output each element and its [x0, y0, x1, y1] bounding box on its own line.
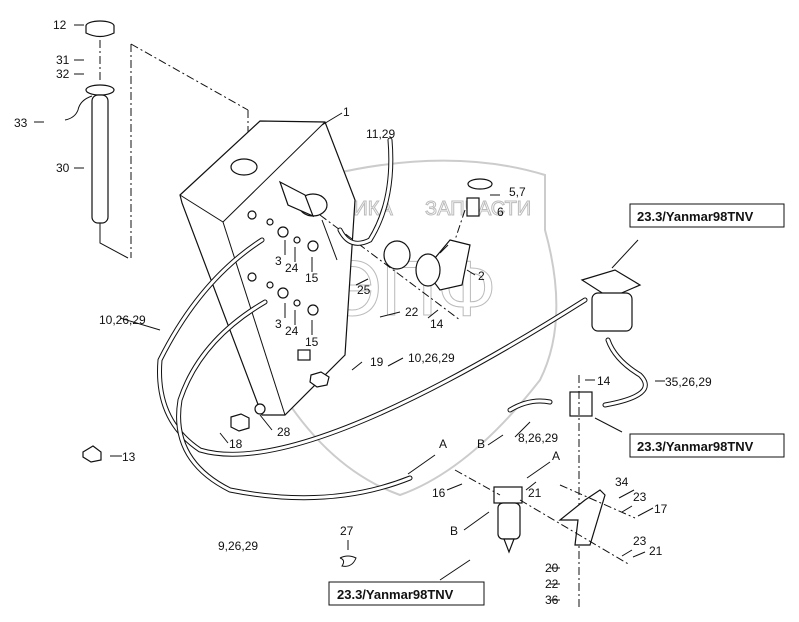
callout-b: B [477, 437, 485, 451]
callout-21: 21 [649, 544, 663, 558]
callout-6: 6 [497, 205, 504, 219]
callout-33: 33 [14, 116, 28, 130]
callout-23: 23 [633, 490, 647, 504]
callout-2: 2 [478, 269, 485, 283]
callout-17: 17 [654, 502, 668, 516]
callout-32: 32 [56, 67, 70, 81]
reference-box[interactable]: 23.3/Yanmar98TNV [328, 581, 485, 606]
callout-9-26-29: 9,26,29 [218, 539, 258, 553]
callout-24: 24 [285, 261, 299, 275]
callout-36: 36 [545, 593, 559, 607]
reference-box[interactable]: 23.3/Yanmar98TNV [629, 203, 785, 228]
callout-1: 1 [343, 105, 350, 119]
callout-8-26-29: 8,26,29 [518, 431, 558, 445]
callout-23: 23 [633, 534, 647, 548]
callout-5-7: 5,7 [509, 185, 526, 199]
callout-27: 27 [340, 524, 354, 538]
reference-box[interactable]: 23.3/Yanmar98TNV [629, 433, 785, 458]
callout-12: 12 [53, 18, 67, 32]
callout-10-26-29: 10,26,29 [99, 313, 146, 327]
callout-28: 28 [277, 425, 291, 439]
callout-15: 15 [305, 271, 319, 285]
callout-15: 15 [305, 335, 319, 349]
reference-label[interactable]: 23.3/Yanmar98TNV [637, 439, 754, 454]
callout-20: 20 [545, 561, 559, 575]
callout-19: 19 [370, 355, 384, 369]
callout-25: 25 [357, 283, 371, 297]
callout-13: 13 [122, 450, 136, 464]
callout-10-26-29: 10,26,29 [408, 351, 455, 365]
watermark-logo: ЭПФ [325, 244, 496, 332]
callout-11-29: 11,29 [366, 127, 395, 141]
callout-a: A [439, 437, 447, 451]
callout-3: 3 [275, 317, 282, 331]
callout-18: 18 [229, 437, 243, 451]
fuel-hoses [157, 137, 648, 501]
leader-lines [34, 24, 665, 601]
callout-3: 3 [275, 254, 282, 268]
callout-22: 22 [405, 305, 419, 319]
callout-labels: 12 31 32 33 30 1 11,29 5,7 6 2 25 22 14 … [14, 18, 712, 607]
fuel-sender-unit [64, 20, 249, 259]
callout-22: 22 [545, 577, 559, 591]
fuel-filters [339, 239, 642, 610]
callout-a: A [552, 449, 560, 463]
fuel-tank [82, 120, 356, 463]
reference-label[interactable]: 23.3/Yanmar98TNV [637, 209, 754, 224]
callout-b: B [450, 524, 458, 538]
callout-14: 14 [430, 317, 444, 331]
reference-label[interactable]: 23.3/Yanmar98TNV [337, 587, 454, 602]
callout-30: 30 [56, 161, 70, 175]
callout-35-26-29: 35,26,29 [665, 375, 712, 389]
callout-16: 16 [432, 486, 446, 500]
callout-21: 21 [528, 486, 542, 500]
callout-31: 31 [56, 53, 70, 67]
callout-24: 24 [285, 324, 299, 338]
callout-34: 34 [615, 475, 629, 489]
filler-neck [319, 178, 493, 321]
callout-14: 14 [597, 374, 611, 388]
